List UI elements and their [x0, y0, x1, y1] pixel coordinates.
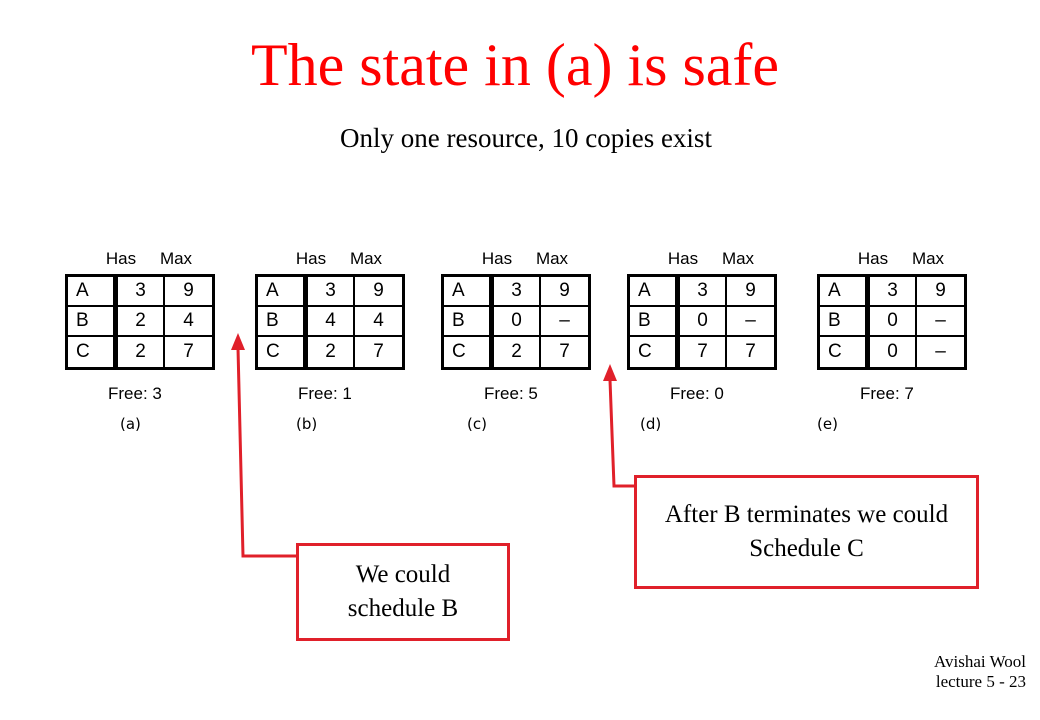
- slide-footer: Avishai Wool lecture 5 - 23: [934, 652, 1026, 692]
- arrow-to-state-c: [608, 379, 634, 488]
- arrow-to-state-a: [236, 347, 296, 558]
- callout-schedule-c: After B terminates we could Schedule C: [634, 475, 979, 589]
- callout-schedule-b: We could schedule B: [296, 543, 510, 641]
- footer-author: Avishai Wool: [934, 652, 1026, 671]
- arrow-head-state-c: [603, 364, 617, 381]
- footer-slide-number: lecture 5 - 23: [935, 672, 1026, 691]
- callout-schedule-c-text: After B terminates we could Schedule C: [664, 501, 949, 562]
- slide-title: The state in (a) is safe: [250, 32, 780, 98]
- arrow-head-state-a: [231, 333, 245, 350]
- callout-schedule-b-text: We could schedule B: [347, 561, 459, 622]
- slide-subtitle: Only one resource, 10 copies exist: [340, 123, 712, 153]
